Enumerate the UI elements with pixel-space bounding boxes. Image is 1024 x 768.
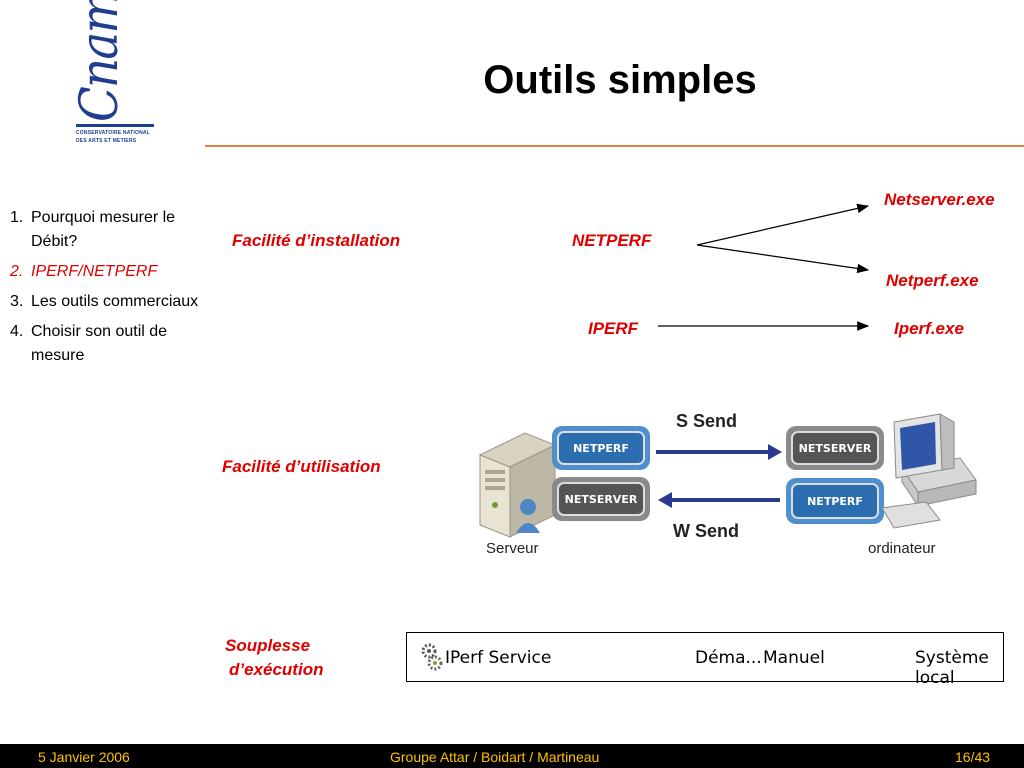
souplesse-label: Souplesse d’exécution (225, 634, 323, 682)
footer-bar: 5 Janvier 2006 Groupe Attar / Boidart / … (0, 744, 1024, 768)
outline-label: Pourquoi mesurer le Débit? (31, 209, 176, 250)
outline-label: Choisir son outil de mesure (31, 323, 168, 364)
left-netperf-text: NETPERF (557, 431, 645, 465)
w-send-label: W Send (673, 521, 739, 541)
utilisation-label: Facilité d’utilisation (222, 457, 381, 476)
outline-item-4: 4. Choisir son outil de mesure (10, 320, 210, 368)
cnam-logo: Cnam CONSERVATOIRE NATIONAL DES ARTS ET … (70, 0, 162, 150)
left-netserver-text: NETSERVER (557, 482, 645, 516)
title-divider (205, 145, 1024, 147)
right-netperf-text: NETPERF (791, 483, 879, 519)
outline-label: IPERF/NETPERF (31, 263, 158, 280)
logo-bar (76, 124, 154, 127)
s-send-label: S Send (676, 411, 738, 431)
netserver-exe-label: Netserver.exe (884, 190, 995, 209)
computer-caption: ordinateur (868, 540, 936, 557)
logo-line-1: CONSERVATOIRE NATIONAL (76, 130, 150, 136)
left-netserver-pill: NETSERVER (552, 477, 650, 521)
souplesse-line-1: Souplesse (225, 636, 311, 655)
outline-list: 1. Pourquoi mesurer le Débit? 2. IPERF/N… (10, 206, 210, 374)
computer-icon (881, 413, 977, 529)
server-caption: Serveur (486, 540, 539, 557)
outline-item-2: 2. IPERF/NETPERF (10, 260, 210, 284)
footer-authors: Groupe Attar / Boidart / Martineau (390, 749, 600, 765)
service-startup: Manuel (763, 648, 825, 668)
send-arrows (656, 444, 782, 508)
service-status: Déma... (695, 648, 762, 668)
right-netperf-pill: NETPERF (786, 478, 884, 524)
gears-icon (421, 643, 443, 671)
outline-item-3: 3. Les outils commerciaux (10, 290, 210, 314)
outline-item-1: 1. Pourquoi mesurer le Débit? (10, 206, 210, 254)
slide-title: Outils simples (483, 58, 757, 102)
server-icon (478, 432, 557, 538)
service-account: Système local (915, 648, 989, 688)
right-netserver-text: NETSERVER (791, 431, 879, 465)
outline-number: 1. (10, 209, 24, 226)
netperf-label: NETPERF (572, 231, 652, 250)
outline-number: 4. (10, 323, 24, 340)
service-name: IPerf Service (445, 648, 552, 668)
iperf-exe-label: Iperf.exe (894, 319, 964, 338)
logo-line-2: DES ARTS ET METIERS (76, 138, 137, 144)
iperf-label: IPERF (588, 319, 639, 338)
netperf-exe-label: Netperf.exe (886, 271, 979, 290)
arrow-to-netserver (696, 203, 870, 246)
outline-number: 3. (10, 293, 24, 310)
left-netperf-pill: NETPERF (552, 426, 650, 470)
outline-number: 2. (10, 263, 24, 280)
outline-label: Les outils commerciaux (31, 293, 199, 310)
installation-label: Facilité d’installation (232, 231, 401, 250)
service-row[interactable]: IPerf Service Déma... Manuel Système loc… (406, 632, 1004, 688)
right-netserver-pill: NETSERVER (786, 426, 884, 470)
footer-page: 16/43 (955, 749, 991, 765)
souplesse-line-2: d’exécution (229, 660, 324, 679)
arrow-to-netperf-exe (696, 244, 870, 274)
footer-date: 5 Janvier 2006 (38, 749, 130, 765)
